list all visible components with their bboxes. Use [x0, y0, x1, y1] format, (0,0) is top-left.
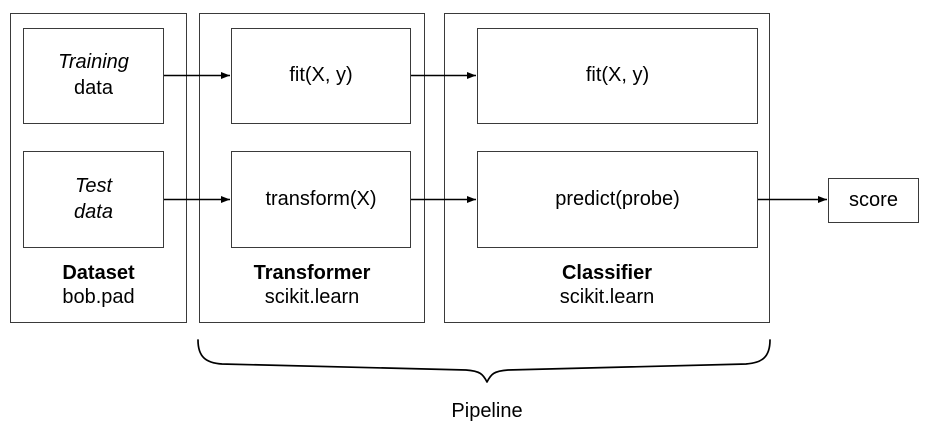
caption-classifier-sub: scikit.learn	[559, 286, 655, 309]
classifier-predict-label: predict(probe)	[555, 187, 680, 210]
group-classifier	[444, 13, 770, 323]
caption-classifier: Classifier scikit.learn	[444, 261, 770, 310]
node-classifier-fit[interactable]: fit(X, y)	[477, 28, 758, 124]
transformer-fit-label: fit(X, y)	[289, 64, 353, 87]
caption-transformer: Transformer scikit.learn	[199, 261, 425, 310]
node-classifier-predict[interactable]: predict(probe)	[477, 151, 758, 248]
caption-transformer-title: Transformer	[253, 262, 371, 284]
pipeline-label-text: Pipeline	[451, 400, 523, 422]
node-transformer-fit[interactable]: fit(X, y)	[231, 28, 411, 124]
group-dataset	[10, 13, 187, 323]
node-score[interactable]: score	[828, 178, 919, 223]
node-transformer-transform[interactable]: transform(X)	[231, 151, 411, 248]
classifier-fit-label: fit(X, y)	[585, 64, 650, 87]
test-data-line-1: Test	[74, 174, 113, 197]
node-training-data[interactable]: Training data	[23, 28, 164, 124]
node-test-data[interactable]: Test data	[23, 151, 164, 248]
group-transformer	[199, 13, 425, 323]
caption-dataset-title: Dataset	[62, 262, 135, 284]
pipeline-label: Pipeline	[387, 400, 587, 423]
caption-classifier-title: Classifier	[561, 262, 653, 284]
transformer-transform-label: transform(X)	[265, 187, 377, 210]
training-data-line-2: data	[74, 77, 113, 99]
training-data-line-1: Training	[58, 51, 129, 74]
score-label: score	[849, 189, 898, 211]
caption-dataset: Dataset bob.pad	[10, 261, 187, 310]
caption-transformer-sub: scikit.learn	[264, 286, 360, 309]
caption-dataset-sub: bob.pad	[62, 286, 135, 309]
pipeline-brace	[197, 339, 771, 383]
test-data-line-2: data	[74, 200, 113, 223]
